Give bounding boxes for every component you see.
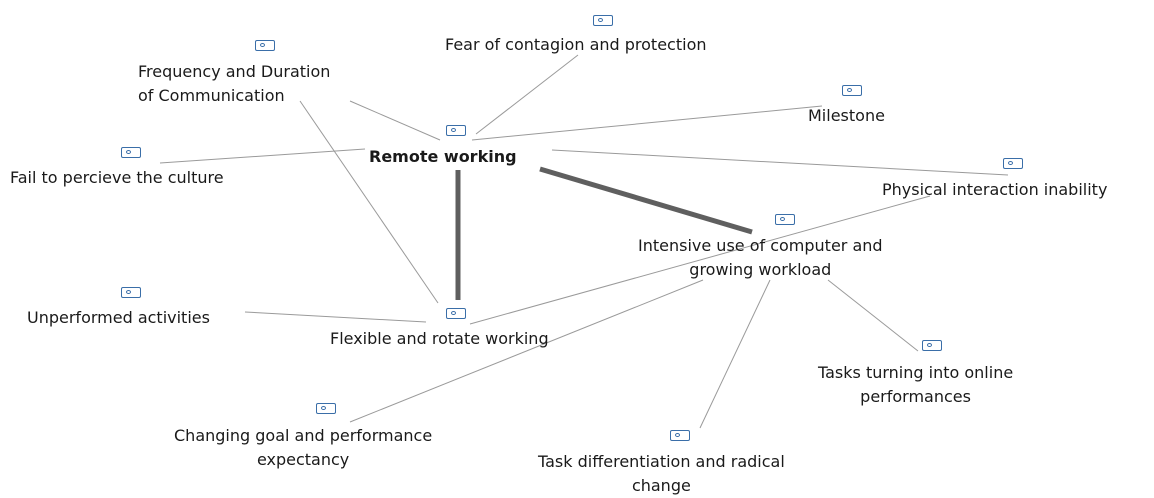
node-label-flexible[interactable]: Flexible and rotate working [330, 329, 549, 348]
node-label-fail[interactable]: Fail to percieve the culture [10, 168, 224, 187]
node-label-fear[interactable]: Fear of contagion and protection [445, 35, 707, 54]
edge-physical-flexible [469, 195, 931, 325]
edge-remote-intensive [539, 166, 753, 235]
edge-fear [475, 54, 579, 135]
edge-freq-flexible [299, 100, 439, 304]
edge-freq [349, 100, 441, 141]
node-label-remote-working[interactable]: Remote working [369, 147, 517, 166]
node-icon-physical[interactable] [1003, 158, 1023, 169]
edge-intensive-taskdiff [699, 279, 771, 429]
node-icon-flexible[interactable] [446, 308, 466, 319]
node-icon-intensive[interactable] [775, 214, 795, 225]
node-label-physical[interactable]: Physical interaction inability [882, 180, 1108, 199]
edge-milestone [471, 105, 823, 141]
node-label-freq[interactable]: Frequency and Duration of Communication [138, 62, 331, 105]
edge-physical [551, 149, 1009, 176]
node-icon-remote[interactable] [446, 125, 466, 136]
edge-intensive-tasksonline [827, 279, 919, 352]
node-label-changing[interactable]: Changing goal and performance expectancy [174, 426, 433, 469]
edge-fail [159, 148, 366, 164]
node-icon-fear[interactable] [593, 15, 613, 26]
edge-unperformed-flexible [244, 311, 427, 323]
node-icon-milestone[interactable] [842, 85, 862, 96]
node-icon-task-diff[interactable] [670, 430, 690, 441]
node-label-task-diff[interactable]: Task differentiation and radical change [538, 452, 785, 495]
node-label-milestone[interactable]: Milestone [808, 106, 885, 125]
node-label-tasks-online[interactable]: Tasks turning into online performances [818, 363, 1014, 406]
node-label-intensive[interactable]: Intensive use of computer and growing wo… [638, 236, 883, 279]
edge-intensive-changing [349, 279, 704, 423]
node-label-unperformed[interactable]: Unperformed activities [27, 308, 210, 327]
node-icon-unperformed[interactable] [121, 287, 141, 298]
node-icon-tasks-online[interactable] [922, 340, 942, 351]
node-icon-changing[interactable] [316, 403, 336, 414]
node-icon-freq[interactable] [255, 40, 275, 51]
node-icon-fail[interactable] [121, 147, 141, 158]
